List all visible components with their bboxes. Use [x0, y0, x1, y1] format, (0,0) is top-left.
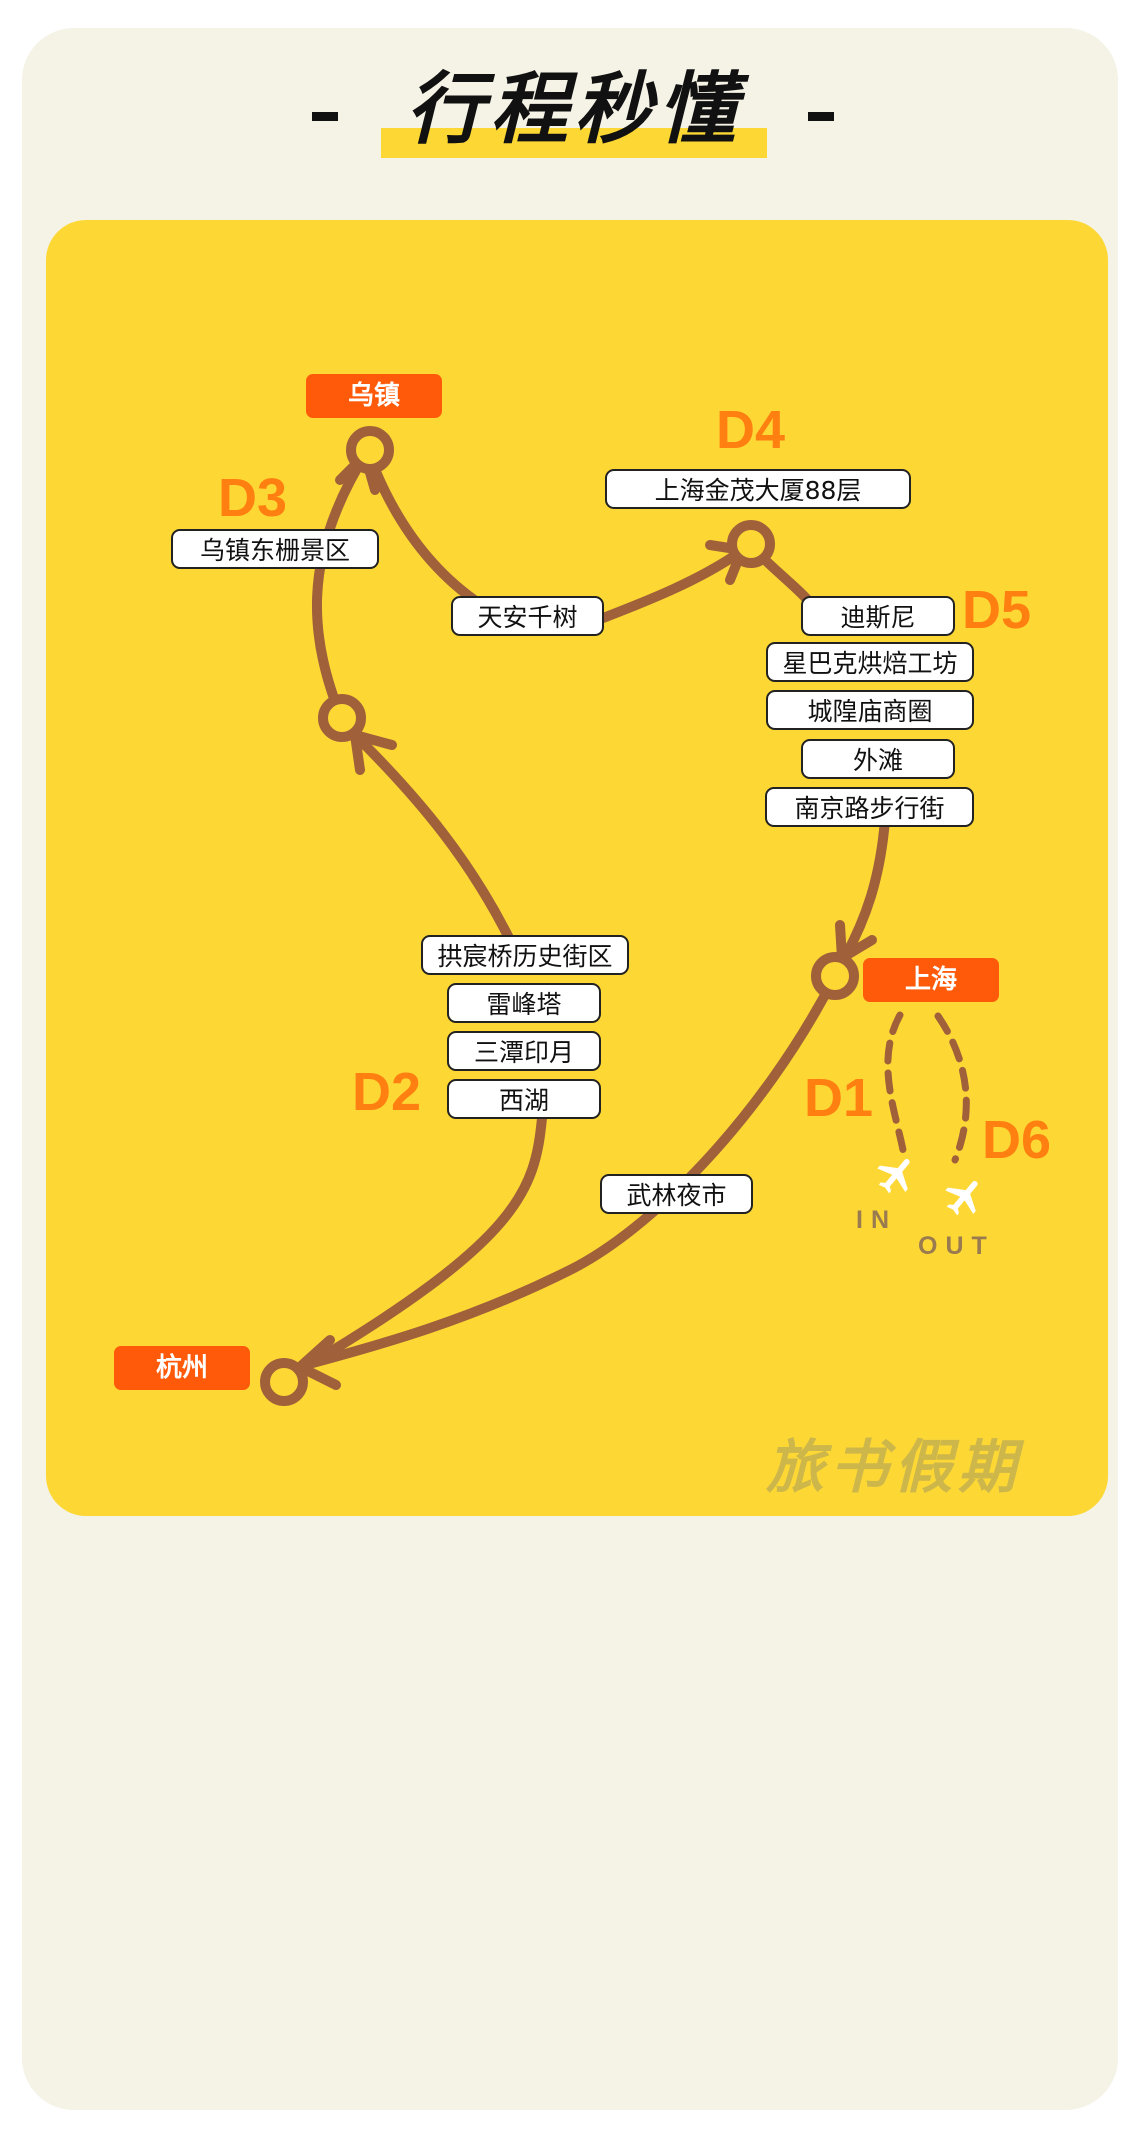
- title-dash-left: [312, 112, 338, 121]
- stop-wuzhen-dongzha: 乌镇东栅景区: [171, 529, 379, 569]
- stop-tianan: 天安千树: [451, 596, 604, 636]
- title-area: 行程秒懂: [0, 0, 1140, 180]
- stop-leifeng: 雷峰塔: [447, 983, 601, 1023]
- stop-jinmao: 上海金茂大厦88层: [605, 469, 911, 509]
- page-title: 行程秒懂: [405, 65, 742, 155]
- flight-out-label: OUT: [918, 1232, 995, 1260]
- brand-watermark: 旅书假期: [766, 1433, 1023, 1501]
- stop-nanjing-road: 南京路步行街: [765, 787, 974, 827]
- stop-gongchen: 拱宸桥历史街区: [421, 935, 629, 975]
- airplane-out-icon: [945, 1181, 978, 1216]
- stop-bund: 外滩: [801, 739, 955, 779]
- day-label-d4: D4: [716, 400, 786, 460]
- stop-disney: 迪斯尼: [801, 596, 955, 636]
- day-label-d6: D6: [982, 1110, 1052, 1170]
- stop-wulin: 武林夜市: [600, 1174, 753, 1214]
- title-dash-right: [808, 112, 834, 121]
- flight-in-label: IN: [856, 1206, 897, 1234]
- title-highlight: [381, 128, 767, 158]
- stop-xihu: 西湖: [447, 1079, 601, 1119]
- city-label-shanghai: 上海: [863, 958, 999, 1002]
- day-label-d2: D2: [352, 1062, 422, 1122]
- day-label-d3: D3: [218, 468, 288, 528]
- city-label-hangzhou: 杭州: [114, 1346, 250, 1390]
- stop-chenghuang: 城隍庙商圈: [766, 690, 974, 730]
- day-label-d5: D5: [962, 580, 1032, 640]
- day-label-d1: D1: [804, 1068, 874, 1128]
- route-map: [46, 220, 1108, 1516]
- stop-starbucks: 星巴克烘焙工坊: [766, 642, 974, 682]
- city-label-wuzhen: 乌镇: [306, 374, 442, 418]
- airplane-in-icon: [877, 1159, 910, 1194]
- stop-santan: 三潭印月: [447, 1031, 601, 1071]
